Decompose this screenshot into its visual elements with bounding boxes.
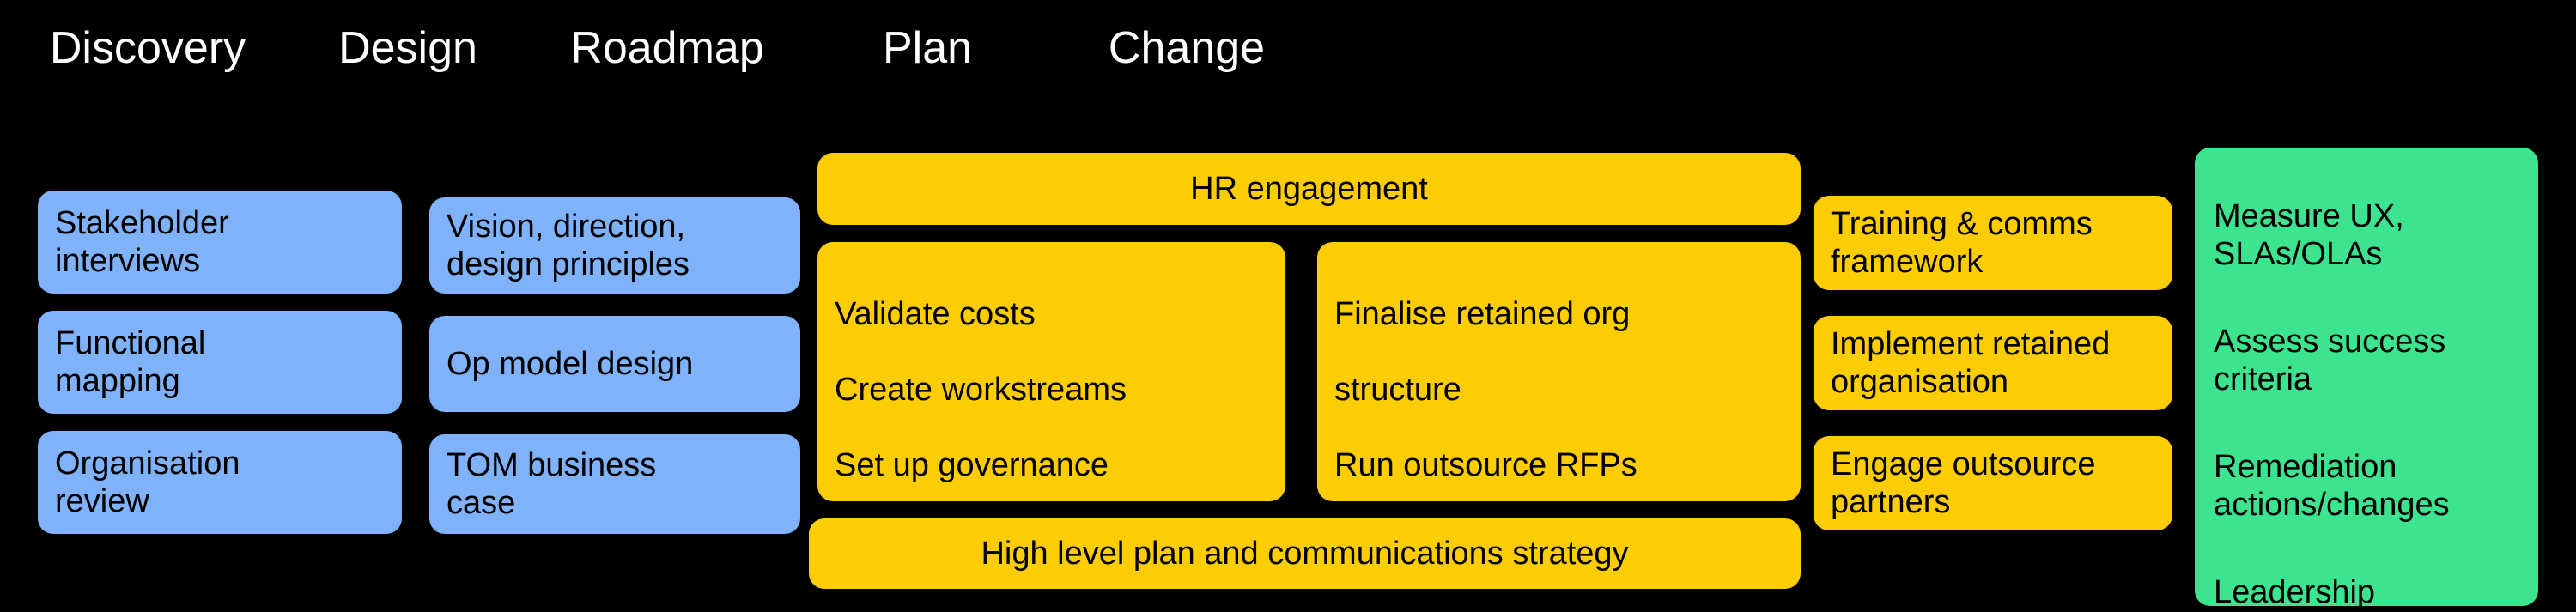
card-roadmap-hr-engagement-text: HR engagement — [1190, 171, 1428, 207]
card-plan-2[interactable]: Implement retained organisation — [1814, 316, 2172, 410]
card-plan-3-text: Engage outsource partners — [1831, 446, 2096, 520]
card-design-2-text: Op model design — [447, 346, 694, 382]
card-roadmap-right-list-text: Finalise retained org structure Run outs… — [1334, 258, 1789, 501]
phase-header-plan: Plan — [882, 23, 973, 73]
card-roadmap-right-list[interactable]: Finalise retained org structure Run outs… — [1317, 242, 1801, 501]
list-item: Run outsource RFPs — [1334, 447, 1637, 483]
card-roadmap-hr-engagement[interactable]: HR engagement — [817, 153, 1801, 225]
card-discovery-1-text: Stakeholder interviews — [55, 205, 229, 279]
card-change-panel[interactable]: Measure UX, SLAs/OLAs Assess success cri… — [2195, 148, 2538, 606]
card-design-1-text: Vision, direction, design principles — [447, 209, 690, 282]
list-item: Remediation actions/changes — [2214, 449, 2450, 523]
list-item: Finalise retained org — [1334, 296, 1631, 332]
list-item: Leadership support — [2214, 574, 2376, 606]
card-plan-1-text: Training & comms framework — [1831, 206, 2093, 280]
list-item: structure — [1334, 372, 1461, 408]
phase-header-change: Change — [1108, 23, 1266, 73]
card-plan-3[interactable]: Engage outsource partners — [1814, 436, 2172, 530]
card-discovery-1[interactable]: Stakeholder interviews — [38, 191, 402, 294]
list-item: Set up governance — [835, 447, 1109, 483]
list-item: Measure UX, SLAs/OLAs — [2214, 198, 2404, 272]
card-discovery-2-text: Functional mapping — [55, 325, 206, 399]
card-design-2[interactable]: Op model design — [429, 316, 800, 412]
phase-header-roadmap: Roadmap — [570, 23, 764, 73]
card-design-3-text: TOM business case — [447, 447, 657, 521]
card-discovery-3[interactable]: Organisation review — [38, 431, 402, 534]
list-item: Create workstreams — [835, 372, 1127, 408]
list-item: Validate costs — [835, 296, 1036, 332]
card-discovery-3-text: Organisation review — [55, 445, 240, 519]
card-plan-1[interactable]: Training & comms framework — [1814, 196, 2172, 290]
card-roadmap-left-list-text: Validate costs Create workstreams Set up… — [835, 258, 1273, 501]
phase-header-design: Design — [338, 23, 477, 73]
card-roadmap-high-level-plan-text: High level plan and communications strat… — [981, 536, 1629, 572]
card-discovery-2[interactable]: Functional mapping — [38, 311, 402, 414]
card-plan-2-text: Implement retained organisation — [1831, 326, 2111, 400]
card-change-panel-text: Measure UX, SLAs/OLAs Assess success cri… — [2214, 160, 2524, 606]
card-roadmap-left-list[interactable]: Validate costs Create workstreams Set up… — [817, 242, 1285, 501]
phase-header-discovery: Discovery — [49, 23, 246, 73]
card-roadmap-high-level-plan[interactable]: High level plan and communications strat… — [809, 518, 1801, 589]
card-design-1[interactable]: Vision, direction, design principles — [429, 197, 800, 294]
list-item: Assess success criteria — [2214, 324, 2446, 397]
card-design-3[interactable]: TOM business case — [429, 434, 800, 534]
